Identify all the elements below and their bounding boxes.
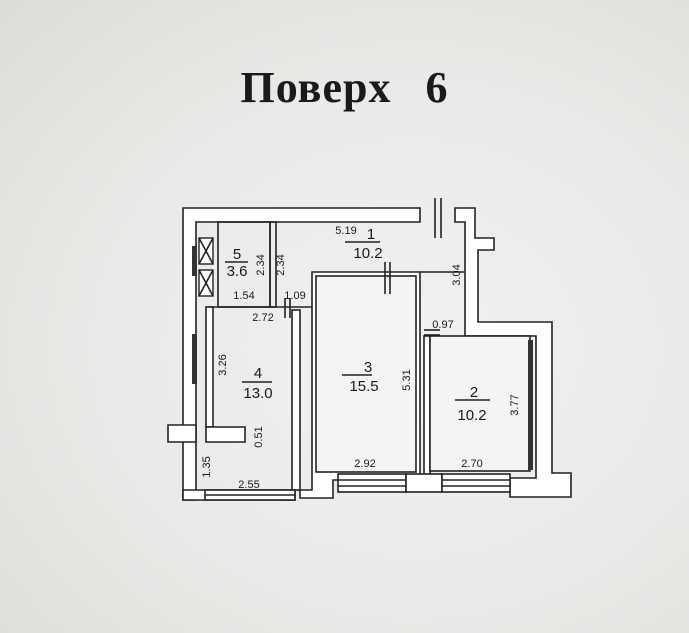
room-2-area: 10.2 [457, 407, 486, 424]
dim-label: 2.55 [238, 479, 259, 491]
balcony-window-3 [337, 473, 407, 493]
dim-label: 3.77 [509, 394, 521, 415]
room-labels: 5 3.6 1 10.2 3 15.5 4 13.0 2 10.2 [227, 226, 487, 424]
dim-label: 1.54 [233, 290, 254, 302]
radiator-icon [192, 334, 197, 384]
room-3-area: 15.5 [349, 378, 378, 395]
room-2-number: 2 [470, 384, 478, 401]
dim-label: 1.35 [201, 456, 213, 477]
dim-label: 0.51 [253, 426, 265, 447]
radiator-icon [192, 246, 197, 276]
dim-label: 2.70 [461, 458, 482, 470]
room-1-area: 10.2 [353, 245, 382, 262]
room-5-number: 5 [233, 246, 241, 263]
radiator-icon [528, 340, 533, 470]
room-4-number: 4 [254, 365, 262, 382]
dim-label: 2.34 [255, 254, 267, 275]
dim-label: 5.31 [401, 369, 413, 390]
room-3-outline [315, 275, 417, 473]
dim-label: 2.34 [275, 254, 287, 275]
dim-label: 2.92 [354, 458, 375, 470]
room-4-area: 13.0 [243, 385, 272, 402]
interior-walls [192, 198, 533, 501]
dim-label: 5.19 [335, 225, 356, 237]
dim-label: 3.26 [217, 354, 229, 375]
dim-label: 2.72 [252, 312, 273, 324]
floor-title: Поверх 6 [240, 63, 449, 112]
room-1-number: 1 [367, 226, 375, 243]
balcony-window-2 [441, 473, 511, 493]
room-3-number: 3 [364, 359, 372, 376]
dim-label: 3.04 [451, 264, 463, 285]
dim-label: 1.09 [284, 290, 305, 302]
dim-label: 0.97 [432, 319, 453, 331]
room-5-area: 3.6 [227, 263, 248, 280]
dimension-labels: 5.19 3.04 0.97 1.54 1.09 2.72 2.34 2.34 … [201, 225, 521, 491]
